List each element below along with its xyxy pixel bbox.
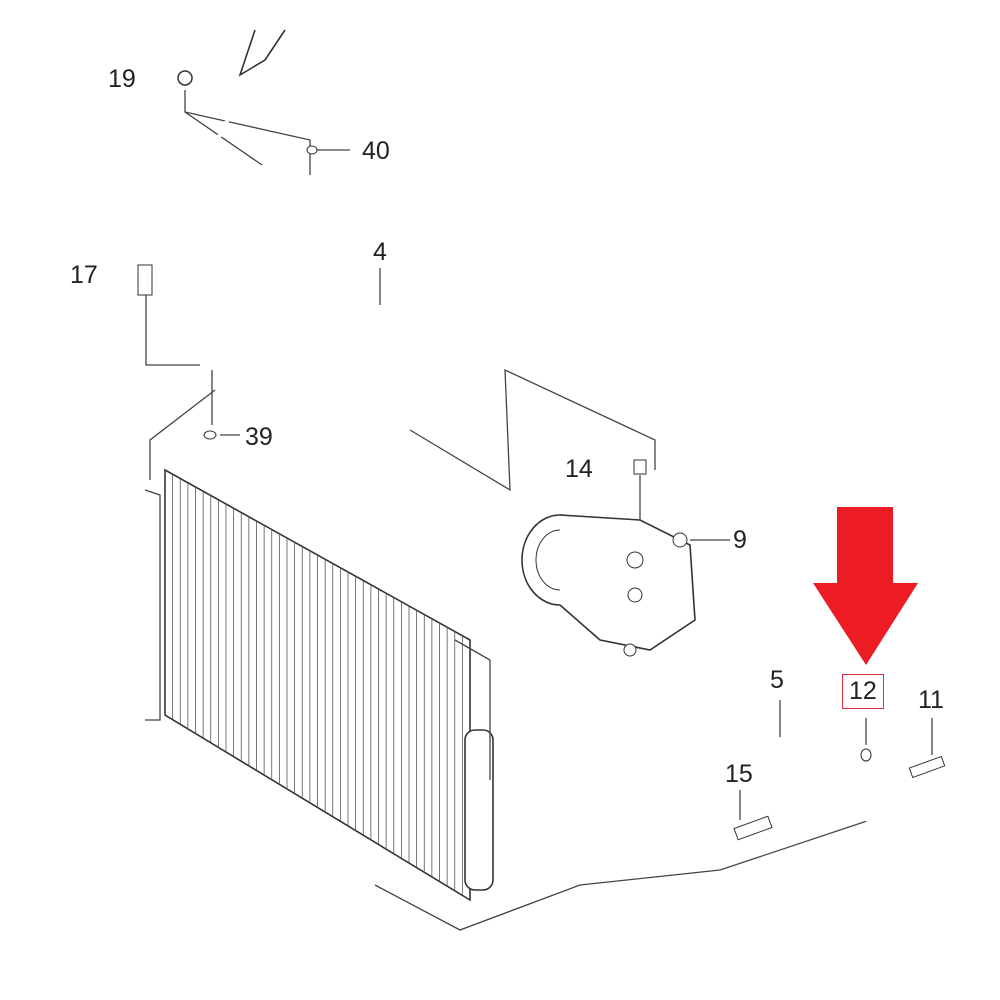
callout-14: 14 bbox=[565, 455, 593, 483]
callout-9: 9 bbox=[733, 526, 747, 554]
callout-5: 5 bbox=[770, 666, 784, 694]
o-ring-40 bbox=[306, 145, 318, 155]
callout-15: 15 bbox=[725, 760, 753, 788]
receiver-drier bbox=[464, 729, 494, 891]
callout-19: 19 bbox=[108, 65, 136, 93]
callout-40: 40 bbox=[362, 137, 390, 165]
nut-14 bbox=[633, 459, 647, 475]
o-ring-39 bbox=[203, 430, 217, 440]
nut-19 bbox=[177, 70, 193, 86]
highlight-arrow bbox=[813, 507, 918, 665]
bolt-11 bbox=[908, 755, 946, 779]
condenser bbox=[144, 468, 494, 902]
callout-39: 39 bbox=[245, 423, 273, 451]
ac-compressor bbox=[521, 514, 696, 657]
bolt-15 bbox=[733, 815, 773, 841]
bolt-17 bbox=[137, 264, 153, 296]
o-ring-12 bbox=[860, 748, 872, 762]
callout-17: 17 bbox=[70, 261, 98, 289]
leader-lines bbox=[145, 90, 933, 931]
fasteners bbox=[137, 70, 946, 841]
callout-12-highlighted: 12 bbox=[842, 674, 884, 709]
callout-11: 11 bbox=[918, 686, 944, 714]
callout-4: 4 bbox=[373, 238, 387, 266]
